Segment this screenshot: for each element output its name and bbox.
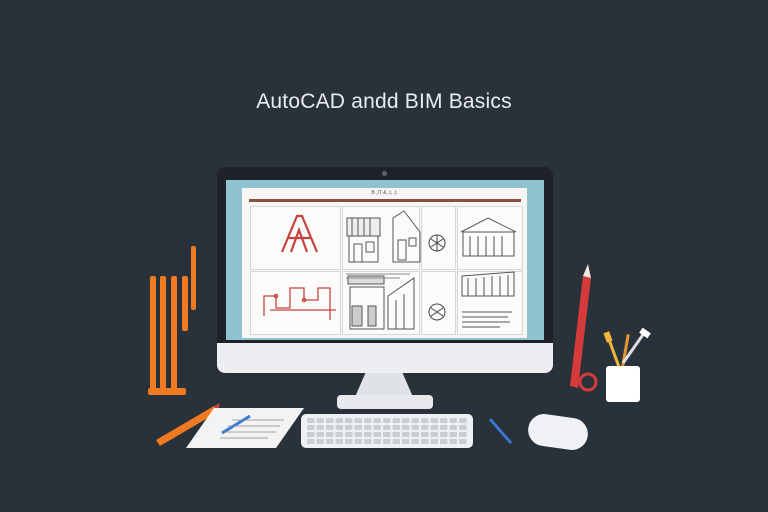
keyboard-key	[335, 425, 343, 430]
section-diagram-icon	[461, 271, 515, 328]
keyboard-key	[440, 418, 448, 423]
keyboard-key	[373, 439, 381, 444]
keyboard-key	[421, 425, 429, 430]
keyboard-key	[326, 425, 334, 430]
keyboard-key	[383, 432, 391, 437]
keyboard-key	[421, 432, 429, 437]
keyboard-key	[459, 439, 467, 444]
keyboard-key	[402, 432, 410, 437]
pen-icon	[489, 418, 512, 444]
sheet-header-text: B ,IT & ,t, ,t,	[371, 190, 398, 196]
keyboard-key	[383, 425, 391, 430]
keyboard-key	[335, 418, 343, 423]
keyboard-key	[402, 418, 410, 423]
keyboard-key	[402, 425, 410, 430]
camera-dot	[382, 171, 387, 176]
keyboard-key	[345, 425, 353, 430]
keyboard-key	[449, 418, 457, 423]
keyboard-key	[326, 439, 334, 444]
keyboard-key	[383, 439, 391, 444]
keyboard-key	[354, 425, 362, 430]
monitor-neck	[355, 373, 413, 397]
scissors-icon	[578, 372, 598, 392]
keyboard-key	[459, 432, 467, 437]
keyboard-key	[316, 425, 324, 430]
monitor-base	[337, 395, 433, 409]
keyboard-key	[411, 432, 419, 437]
keyboard-key	[411, 425, 419, 430]
drafting-stand-icon	[148, 246, 196, 395]
pipe-diagram-icon	[263, 287, 336, 320]
keyboard-key	[430, 425, 438, 430]
keyboard-key	[316, 418, 324, 423]
keyboard-key	[411, 418, 419, 423]
keyboard-key	[326, 432, 334, 437]
keyboard-key	[449, 432, 457, 437]
page-title: AutoCAD andd BIM Basics	[256, 90, 512, 113]
fan-symbol-icon	[428, 303, 446, 321]
grid-cell-elevation	[342, 206, 420, 270]
grid-cell-pipes	[250, 271, 341, 335]
keyboard-key	[430, 432, 438, 437]
keyboard-key	[430, 418, 438, 423]
note-paper-icon	[186, 408, 304, 448]
house-elevation-icon	[392, 210, 421, 263]
grid-cell-symbol	[421, 206, 456, 270]
keyboard-key	[392, 418, 400, 423]
keyboard-key	[392, 425, 400, 430]
text-lines	[346, 273, 410, 279]
keyboard-key	[392, 432, 400, 437]
keyboard-key	[316, 439, 324, 444]
keyboard-key	[307, 418, 315, 423]
keyboard-key	[440, 432, 448, 437]
building-elevation-icon	[347, 275, 415, 330]
keyboard-key	[411, 439, 419, 444]
keyboard-key	[449, 439, 457, 444]
keyboard-key	[440, 439, 448, 444]
keyboard-key	[421, 439, 429, 444]
keyboard-key	[307, 439, 315, 444]
keyboard-key	[440, 425, 448, 430]
keyboard-key	[449, 425, 457, 430]
keyboard-key	[373, 425, 381, 430]
keyboard-key	[345, 432, 353, 437]
autocad-logo-icon	[280, 214, 319, 253]
keyboard-key	[335, 432, 343, 437]
keyboard-key	[364, 418, 372, 423]
keyboard-key	[392, 439, 400, 444]
keyboard-key	[345, 418, 353, 423]
keyboard-key	[373, 432, 381, 437]
keyboard-key	[316, 432, 324, 437]
keyboard-key	[364, 425, 372, 430]
keyboard-key	[307, 425, 315, 430]
keyboard-key	[421, 418, 429, 423]
keyboard-keys	[307, 418, 467, 444]
keyboard-key	[326, 418, 334, 423]
keyboard-key	[354, 439, 362, 444]
keyboard-key	[354, 432, 362, 437]
fan-symbol-icon	[428, 234, 446, 252]
house-elevation-icon	[346, 217, 381, 263]
keyboard-key	[402, 439, 410, 444]
pencil-cup-icon	[603, 327, 651, 402]
keyboard-key	[373, 418, 381, 423]
keyboard-key	[335, 439, 343, 444]
pencil-icon	[570, 264, 591, 388]
keyboard-key	[364, 439, 372, 444]
keyboard-key	[459, 418, 467, 423]
keyboard-key	[345, 439, 353, 444]
keyboard-key	[307, 432, 315, 437]
sheet-header-bar	[249, 199, 521, 202]
keyboard-key	[383, 418, 391, 423]
grid-cell-house	[457, 206, 523, 270]
keyboard-key	[459, 425, 467, 430]
keyboard-key	[430, 439, 438, 444]
keyboard-key	[364, 432, 372, 437]
monitor-chin	[217, 343, 553, 373]
house-elevation-icon	[460, 217, 517, 257]
grid-cell-symbol-2	[421, 271, 456, 335]
keyboard-key	[354, 418, 362, 423]
